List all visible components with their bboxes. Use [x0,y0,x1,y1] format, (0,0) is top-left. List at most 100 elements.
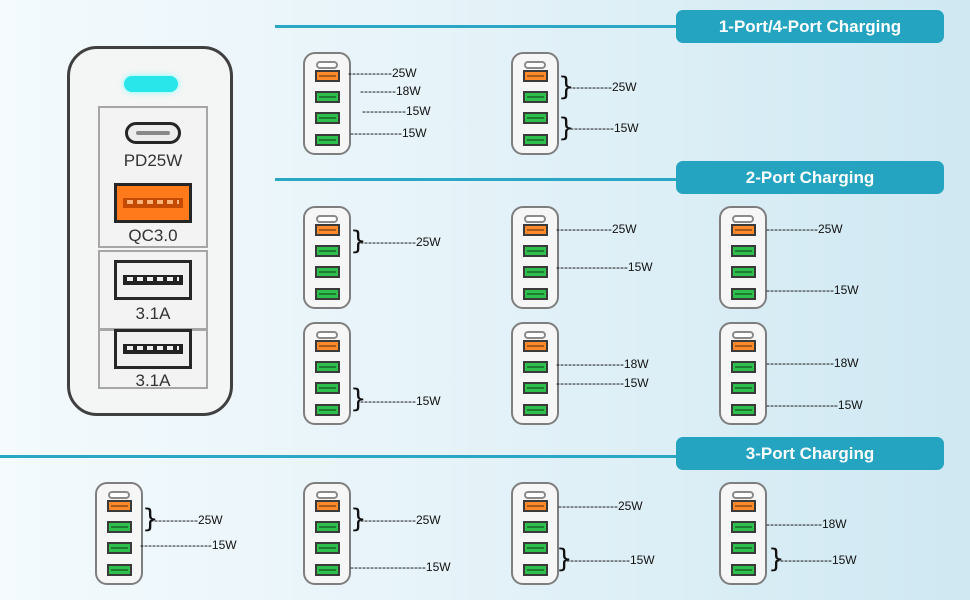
usb-c-port-icon [732,491,754,499]
power-label: -----------25W [568,80,637,94]
led-indicator [124,76,178,92]
usb-c-port-icon [524,331,546,339]
usb-a-port-icon [315,521,340,533]
qc-port-icon [731,500,756,512]
qc-port-icon [107,500,132,512]
usb-a-port-icon [315,245,340,257]
usb-a-port-icon [315,564,340,576]
mini-charger-diagram [303,52,351,155]
power-label: ------------25W [150,513,223,527]
mini-charger-diagram [303,206,351,309]
mini-charger-diagram [303,322,351,425]
power-label: -----------15W [570,121,639,135]
usb-a-port-icon [523,542,548,554]
usb-a-port-icon [731,382,756,394]
qc-port-icon [523,500,548,512]
power-label: -----------------18W [556,357,649,371]
mini-charger-diagram [511,206,559,309]
power-label: ----------------15W [566,553,655,567]
qc-port-icon [114,183,192,223]
usb-c-port-icon [524,491,546,499]
usb-a-port-icon [114,329,192,369]
main-charger: PD25W QC3.0 3.1A 3.1A [67,46,233,416]
power-label: -----------------15W [766,283,859,297]
usb-a-port-icon [523,245,548,257]
power-label: -------------15W [350,126,427,140]
bracket-icon: } [350,226,367,256]
power-label: -------------25W [766,222,843,236]
bracket-icon: } [768,544,785,574]
power-label: ---------18W [360,84,421,98]
mini-charger-diagram [511,52,559,155]
usb-a-port-icon [315,542,340,554]
usb-a-port-icon [315,382,340,394]
divider-line-top [275,25,680,28]
bracket-icon: } [350,504,367,534]
usb-a-port-icon [731,361,756,373]
qc-label: QC3.0 [128,226,178,245]
bracket-icon: } [558,113,575,143]
bracket-icon: } [556,544,573,574]
divider-line-bottom [0,455,680,458]
qc-port-icon [523,70,548,82]
usb-a-port-icon [523,134,548,146]
usb-a-port-icon [523,112,548,124]
usb-a-port-icon [107,564,132,576]
usb-a-port-icon [523,521,548,533]
usb-c-port-icon [108,491,130,499]
usb-1-label: 3.1A [135,304,171,323]
mini-charger-diagram [303,482,351,585]
usb-c-port-icon [316,61,338,69]
power-label: -----------------15W [556,376,649,390]
usb-a-port-icon [523,361,548,373]
usb-c-port-icon [125,122,181,144]
mini-charger-diagram [95,482,143,585]
usb-a-port-icon [114,260,192,300]
usb-a-port-icon [315,112,340,124]
usb-a-port-icon [731,521,756,533]
divider-line-middle [275,178,680,181]
power-label: --------------25W [360,235,441,249]
power-label: --------------25W [556,222,637,236]
section-header-one-four-port: 1-Port/4-Port Charging [676,10,944,43]
usb-a-port-icon [315,91,340,103]
usb-c-port-icon [524,215,546,223]
section-header-three-port: 3-Port Charging [676,437,944,470]
usb-a-port-icon [523,382,548,394]
power-label: -----------15W [362,104,431,118]
usb-2-label: 3.1A [135,371,171,390]
qc-port-icon [315,224,340,236]
usb-panel-2: 3.1A [98,329,208,390]
usb-a-port-icon [315,404,340,416]
usb-panel-1: 3.1A [98,250,208,330]
power-label: ------------------15W [556,260,653,274]
usb-a-port-icon [315,266,340,278]
usb-a-port-icon [315,134,340,146]
usb-a-port-icon [315,288,340,300]
power-label: -----------------18W [766,356,859,370]
qc-port-icon [523,224,548,236]
power-label: --------------15W [360,394,441,408]
usb-c-port-icon [524,61,546,69]
usb-a-port-icon [315,361,340,373]
section-header-two-port: 2-Port Charging [676,161,944,194]
usb-a-port-icon [523,91,548,103]
qc-port-icon [315,340,340,352]
power-label: --------------15W [776,553,857,567]
usb-a-port-icon [107,542,132,554]
power-label: --------------25W [360,513,441,527]
qc-port-icon [523,340,548,352]
mini-charger-diagram [719,482,767,585]
mini-charger-diagram [511,322,559,425]
usb-c-port-icon [316,331,338,339]
usb-c-port-icon [732,331,754,339]
power-label: --------------18W [766,517,847,531]
pd-label: PD25W [123,151,183,170]
power-label: ------------------15W [140,538,237,552]
qc-port-icon [731,340,756,352]
usb-a-port-icon [523,404,548,416]
bracket-icon: } [142,504,159,534]
mini-charger-diagram [719,322,767,425]
usb-a-port-icon [731,288,756,300]
power-label: -----------25W [348,66,417,80]
